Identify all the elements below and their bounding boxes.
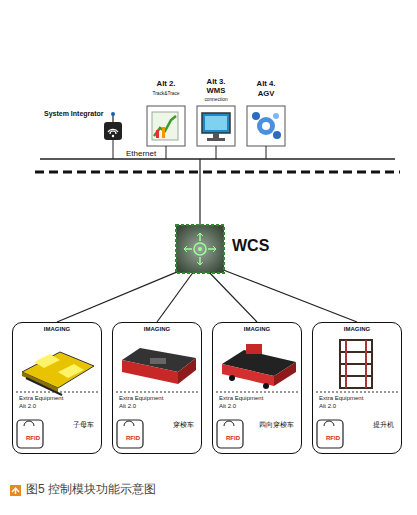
bus-drop xyxy=(266,146,267,159)
alt-title: AGV xyxy=(240,90,292,98)
agv-icon xyxy=(252,112,281,139)
shuttle-car xyxy=(122,348,196,384)
bus-drop xyxy=(166,146,167,159)
device-name: 四向穿梭车 xyxy=(259,421,294,429)
monitor-icon xyxy=(202,113,230,141)
wcs-label: WCS xyxy=(232,237,269,255)
device-name: 穿梭车 xyxy=(173,421,194,429)
alt-module: Alt 3.WMS connection xyxy=(190,78,242,148)
icon-frame xyxy=(247,106,285,146)
wcs-node: WCS xyxy=(176,225,276,273)
alt-module: Alt 2. Track&Trace xyxy=(140,78,192,148)
wifi-icon xyxy=(104,112,122,140)
equipment-note: Extra Equipment xyxy=(19,395,63,402)
version-note: Alt 2.0 xyxy=(19,403,36,410)
alt-subtitle: connection xyxy=(190,97,242,102)
rfid-label: RFID xyxy=(220,435,246,442)
chart-icon xyxy=(152,112,178,140)
device-name: 子母车 xyxy=(73,421,94,429)
alt-title: Alt 4. xyxy=(240,80,292,88)
separator-lines xyxy=(16,392,398,393)
device-box: IMAGING Extra EquipmentAlt 2.0 提升机 RFID xyxy=(312,322,402,454)
version-note: Alt 2.0 xyxy=(119,403,136,410)
alt-title: Alt 2. xyxy=(140,80,192,88)
version-note: Alt 2.0 xyxy=(219,403,236,410)
lift xyxy=(340,340,372,388)
alt-subtitle: Track&Trace xyxy=(140,91,192,96)
alt-title: Alt 3. xyxy=(190,78,242,86)
bus-drop xyxy=(113,140,114,159)
equipment-note: Extra Equipment xyxy=(319,395,363,402)
connector-line xyxy=(224,270,357,322)
dashed-network-line xyxy=(35,171,400,174)
device-tag: IMAGING xyxy=(313,326,401,333)
device-tag: IMAGING xyxy=(13,326,101,333)
wcs-icon xyxy=(176,225,224,273)
icon-frame xyxy=(147,106,185,146)
four-way-shuttle xyxy=(222,344,296,389)
device-box: IMAGING Extra EquipmentAlt 2.0 子母车 RFID xyxy=(12,322,102,454)
device-tag: IMAGING xyxy=(113,326,201,333)
bus-label: Ethernet xyxy=(124,149,158,158)
device-tag: IMAGING xyxy=(213,326,301,333)
device-box: IMAGING Extra EquipmentAlt 2.0 穿梭车 RFID xyxy=(112,322,202,454)
alt-title: WMS xyxy=(190,87,242,95)
connector-line xyxy=(57,272,176,322)
bus-to-wcs xyxy=(199,159,200,225)
caption-icon xyxy=(10,485,21,496)
rfid-label: RFID xyxy=(20,435,46,442)
ethernet-bus xyxy=(40,158,395,160)
icon-frame xyxy=(197,106,235,146)
rfid-icons xyxy=(17,420,343,448)
device-box: IMAGING Extra EquipmentAlt 2.0 四向穿梭车 RFID xyxy=(212,322,302,454)
mother-child-shuttle xyxy=(22,352,94,395)
bus-drop xyxy=(216,146,217,159)
device-name: 提升机 xyxy=(373,421,394,429)
connector-line xyxy=(157,273,193,322)
equipment-note: Extra Equipment xyxy=(219,395,263,402)
system-label: System Integrator xyxy=(44,110,104,118)
equipment-note: Extra Equipment xyxy=(119,395,163,402)
version-note: Alt 2.0 xyxy=(319,403,336,410)
rfid-label: RFID xyxy=(320,435,346,442)
figure-caption: 图5 控制模块功能示意图 xyxy=(26,483,156,497)
rfid-label: RFID xyxy=(120,435,146,442)
alt-module: Alt 4. AGV xyxy=(240,78,292,148)
